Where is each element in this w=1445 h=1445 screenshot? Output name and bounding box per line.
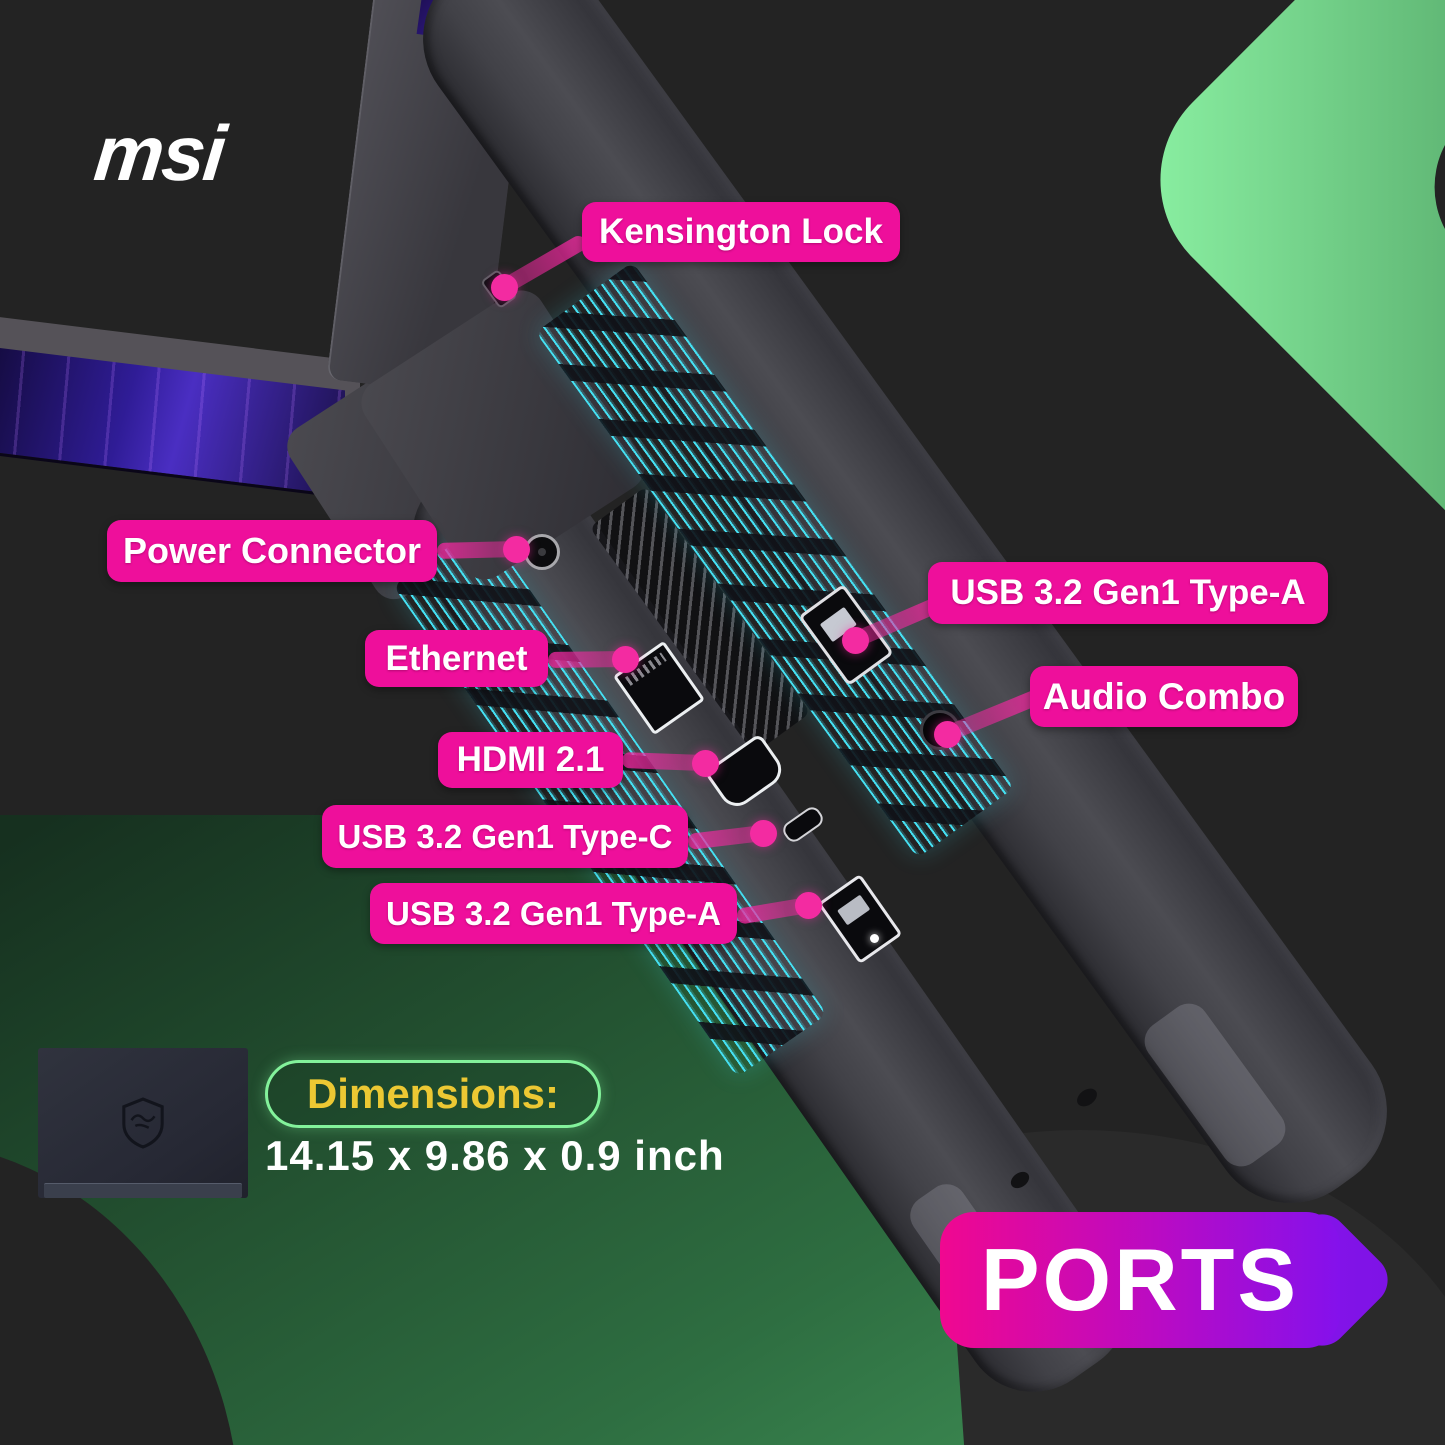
dot-usb-a-left bbox=[795, 892, 822, 919]
port-label-usb-c-text: USB 3.2 Gen1 Type-C bbox=[337, 817, 673, 855]
port-label-hdmi-text: HDMI 2.1 bbox=[456, 740, 605, 779]
green-diamond-shape bbox=[1114, 0, 1445, 888]
port-label-usb-c: USB 3.2 Gen1 Type-C bbox=[322, 805, 688, 868]
port-label-ethernet-text: Ethernet bbox=[385, 638, 528, 678]
port-label-usb-a-left-text: USB 3.2 Gen1 Type-A bbox=[386, 894, 721, 932]
dimensions-value: 14.15 x 9.86 x 0.9 inch bbox=[265, 1132, 725, 1179]
msi-shield-logo bbox=[122, 1097, 164, 1149]
port-label-usb-a-right: USB 3.2 Gen1 Type-A bbox=[928, 562, 1328, 624]
status-led bbox=[870, 934, 879, 943]
port-label-kensington: Kensington Lock bbox=[582, 202, 900, 262]
port-label-usb-a-left: USB 3.2 Gen1 Type-A bbox=[370, 883, 737, 944]
dot-hdmi bbox=[692, 750, 719, 777]
laptop-right-screw-hole bbox=[1073, 1084, 1101, 1111]
dimensions-heading-text: Dimensions: bbox=[306, 1070, 560, 1117]
dot-usb-a-right bbox=[842, 627, 869, 654]
port-label-audio-text: Audio Combo bbox=[1042, 675, 1286, 717]
laptop-lid-thumbnail bbox=[38, 1048, 248, 1198]
port-label-audio: Audio Combo bbox=[1030, 666, 1298, 727]
port-label-power: Power Connector bbox=[107, 520, 437, 582]
port-label-hdmi: HDMI 2.1 bbox=[438, 732, 623, 788]
dimensions-heading-pill: Dimensions: bbox=[265, 1060, 601, 1128]
dot-kensington bbox=[491, 274, 518, 301]
ports-banner: PORTS bbox=[940, 1212, 1340, 1348]
port-label-usb-a-right-text: USB 3.2 Gen1 Type-A bbox=[950, 573, 1306, 612]
port-label-power-text: Power Connector bbox=[122, 530, 422, 571]
port-label-kensington-text: Kensington Lock bbox=[599, 212, 883, 251]
dot-audio bbox=[934, 721, 961, 748]
ports-banner-text: PORTS bbox=[980, 1230, 1300, 1329]
msi-brand-logo: msi bbox=[90, 109, 229, 197]
laptop-lid-hinge-bar bbox=[44, 1183, 242, 1198]
port-label-ethernet: Ethernet bbox=[365, 630, 548, 687]
dot-usb-c bbox=[750, 820, 777, 847]
dot-ethernet bbox=[612, 646, 639, 673]
dot-power bbox=[503, 536, 530, 563]
